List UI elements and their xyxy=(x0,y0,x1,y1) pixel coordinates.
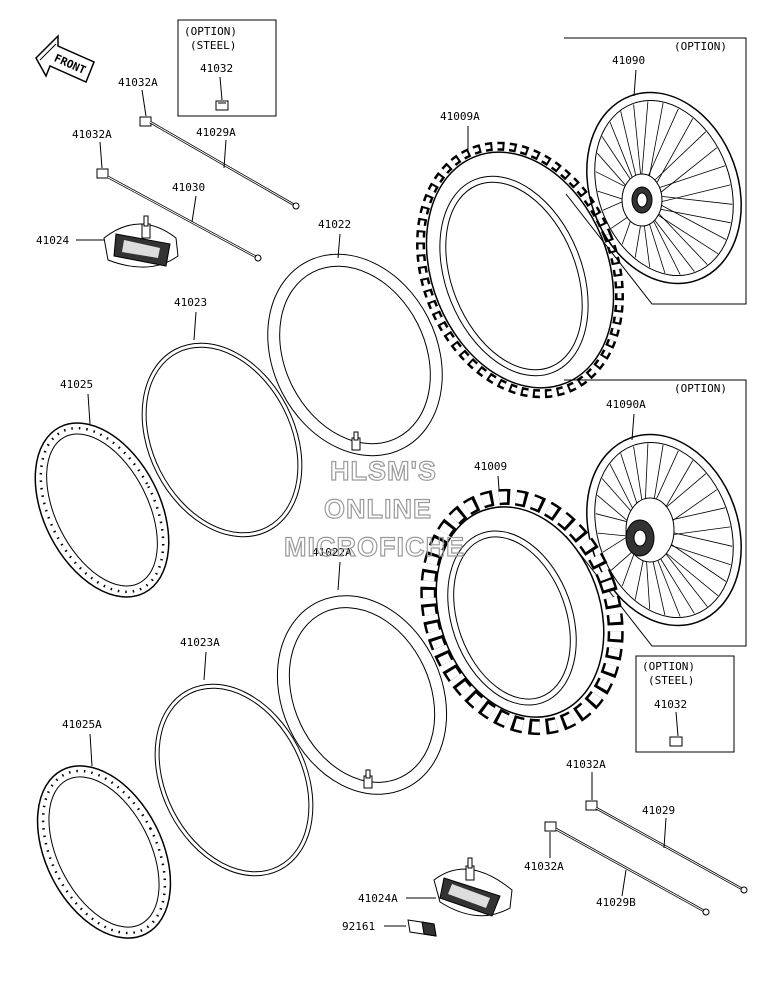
option-wheel-box-41090 xyxy=(564,37,747,305)
svg-text:HLSM'S: HLSM'S xyxy=(330,456,437,486)
part-92161-icon xyxy=(407,919,437,937)
rim-band-41023 xyxy=(141,342,303,538)
label-41025A: 41025A xyxy=(62,718,102,731)
option-41090A-label: (OPTION) xyxy=(674,382,727,395)
rim-lock-icon-2 xyxy=(433,857,513,917)
inner-tube-41022 xyxy=(267,253,443,457)
option-box-top-line2: (STEEL) xyxy=(190,39,236,52)
label-41030: 41030 xyxy=(172,181,205,194)
watermark: HLSM'S ONLINE MICROFICHE xyxy=(283,455,465,562)
label-41022: 41022 xyxy=(318,218,351,231)
wheel-41090 xyxy=(586,91,742,285)
label-41032A-4: 41032A xyxy=(524,860,564,873)
label-41032A-2: 41032A xyxy=(72,128,112,141)
svg-text:MICROFICHE: MICROFICHE xyxy=(284,532,465,562)
label-41032A-1: 41032A xyxy=(118,76,158,89)
label-41023: 41023 xyxy=(174,296,207,309)
option-steel-box-top xyxy=(177,19,277,117)
label-41023A: 41023A xyxy=(180,636,220,649)
label-41024A: 41024A xyxy=(358,892,398,905)
wheel-41090A xyxy=(586,433,742,627)
label-92161: 92161 xyxy=(342,920,375,933)
spoke-nipple-icon-4 xyxy=(544,821,557,832)
spoke-nipple-steel-icon xyxy=(215,100,229,111)
label-41009: 41009 xyxy=(474,460,507,473)
option-steel-box-bottom xyxy=(635,655,735,753)
label-41032-top: 41032 xyxy=(200,62,233,75)
label-41090: 41090 xyxy=(612,54,645,67)
rim-41025A xyxy=(36,765,172,939)
option-box-bottom-line2: (STEEL) xyxy=(648,674,694,687)
label-41009A: 41009A xyxy=(440,110,480,123)
option-box-bottom-line1: (OPTION) xyxy=(642,660,695,673)
label-41029A: 41029A xyxy=(196,126,236,139)
option-wheel-box-41090A xyxy=(564,379,747,647)
label-41090A: 41090A xyxy=(606,398,646,411)
label-41032A-3: 41032A xyxy=(566,758,606,771)
label-41029B: 41029B xyxy=(596,896,636,909)
inner-tube-41022A xyxy=(276,595,448,795)
option-box-top-line1: (OPTION) xyxy=(184,25,237,38)
spoke-nipple-icon xyxy=(139,116,152,127)
label-41022A: 41022A xyxy=(312,546,352,559)
front-arrow-icon xyxy=(35,34,95,84)
spoke-nipple-steel-icon-2 xyxy=(669,736,683,747)
tire-41009 xyxy=(420,488,624,736)
spoke-nipple-icon-3 xyxy=(585,800,598,811)
option-41090-label: (OPTION) xyxy=(674,40,727,53)
rim-lock-icon xyxy=(103,215,179,268)
svg-text:ONLINE: ONLINE xyxy=(324,494,432,524)
label-41024: 41024 xyxy=(36,234,69,247)
tire-41009A xyxy=(416,141,624,399)
label-41029: 41029 xyxy=(642,804,675,817)
rim-band-41023A xyxy=(154,683,314,877)
rim-41025 xyxy=(34,422,170,598)
label-41025: 41025 xyxy=(60,378,93,391)
label-41032-bottom: 41032 xyxy=(654,698,687,711)
spoke-nipple-icon-2 xyxy=(96,168,109,179)
